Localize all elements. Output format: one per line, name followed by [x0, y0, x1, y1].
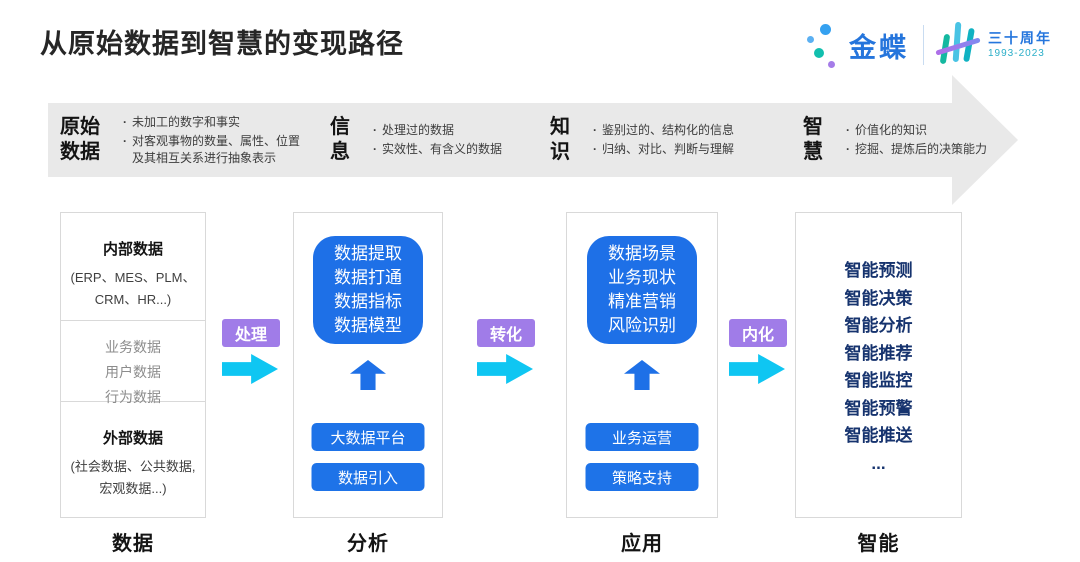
- bullet-icon: ·: [593, 142, 597, 156]
- box-line: 数据提取: [334, 244, 402, 263]
- bullet-icon: ·: [846, 123, 850, 137]
- bullet-text: 处理过的数据: [382, 123, 455, 137]
- analysis-column-box: 数据提取 数据打通 数据指标 数据模型 大数据平台 数据引入: [293, 212, 443, 518]
- list-item: 用户数据: [105, 364, 161, 380]
- connector-label: 转化: [477, 319, 535, 347]
- right-arrow-icon: [729, 354, 785, 384]
- external-data-section: 外部数据 (社会数据、公共数据, 宏观数据...): [61, 402, 205, 500]
- section-heading: 外部数据: [102, 430, 163, 447]
- box-line: 业务现状: [608, 268, 676, 287]
- stage-bullets: · 未加工的数字和事实 · 对客观事物的数量、属性、位置及其相互关系进行抽象表示: [118, 112, 308, 169]
- bullet-icon: ·: [593, 123, 597, 137]
- bullet-icon: ·: [373, 142, 377, 156]
- list-item: 行为数据: [105, 389, 161, 405]
- box-line: 风险识别: [608, 316, 676, 335]
- connector-label: 处理: [222, 319, 280, 347]
- stage-raw-data: 原始 数据 · 未加工的数字和事实 · 对客观事物的数量、属性、位置及其相互关系进行…: [60, 103, 308, 177]
- footer-label-intelligence: 智能: [857, 533, 900, 555]
- connector-transform: 转化: [477, 319, 537, 384]
- application-capability-box: 数据场景 业务现状 精准营销 风险识别: [587, 236, 697, 344]
- thirty-anniversary-icon: [935, 18, 981, 72]
- stage-title: 知 识: [550, 116, 570, 163]
- anniversary-title: 三十周年: [988, 30, 1052, 46]
- bullet-text: 归纳、对比、判断与理解: [602, 142, 735, 156]
- analysis-capability-box: 数据提取 数据打通 数据指标 数据模型: [313, 236, 423, 344]
- list-item: 智能推送: [844, 426, 913, 445]
- up-arrow-icon: [350, 360, 386, 390]
- list-item: 智能监控: [844, 371, 913, 390]
- intelligence-column-box: 智能预测 智能决策 智能分析 智能推荐 智能监控 智能预警 智能推送 ...: [795, 212, 962, 518]
- bullet-text: 价值化的知识: [855, 123, 928, 137]
- up-arrow-icon: [624, 360, 660, 390]
- footer-label-data: 数据: [112, 533, 154, 555]
- right-arrow-icon: [477, 354, 533, 384]
- data-ingestion-tag: 数据引入: [311, 463, 425, 491]
- list-item: 智能决策: [844, 288, 913, 308]
- ellipsis-item: ...: [871, 453, 886, 473]
- section-subtext: (ERP、MES、PLM、 CRM、HR...): [70, 270, 196, 307]
- list-item: 智能推荐: [844, 343, 913, 363]
- bullet-text: 鉴别过的、结构化的信息: [602, 123, 735, 137]
- application-column-box: 数据场景 业务现状 精准营销 风险识别 业务运营 策略支持: [566, 212, 718, 518]
- stage-bullets: · 价值化的知识 · 挖掘、提炼后的决策能力: [841, 120, 1015, 160]
- bullet-icon: ·: [123, 133, 127, 148]
- logo-divider: [923, 25, 924, 65]
- connector-process: 处理: [222, 319, 282, 384]
- internal-data-section: 内部数据 (ERP、MES、PLM、 CRM、HR...): [61, 213, 205, 321]
- section-subtext: (社会数据、公共数据, 宏观数据...): [70, 459, 196, 496]
- box-line: 数据模型: [334, 316, 402, 335]
- strategy-support-tag: 策略支持: [585, 463, 699, 491]
- page-title: 从原始数据到智慧的变现路径: [40, 29, 404, 59]
- anniversary-block: 三十周年 1993-2023: [988, 30, 1052, 60]
- bullet-icon: ·: [123, 114, 127, 129]
- bullet-icon: ·: [373, 123, 377, 137]
- stage-knowledge: 知 识 · 鉴别过的、结构化的信息 · 归纳、对比、判断与理解: [550, 103, 777, 177]
- data-column-box: 内部数据 (ERP、MES、PLM、 CRM、HR...) 业务数据 用户数据 …: [60, 212, 206, 518]
- bullet-text: 实效性、有含义的数据: [382, 142, 503, 156]
- box-line: 数据打通: [334, 268, 402, 287]
- bullet-text: 对客观事物的数量、属性、位置及其相互关系进行抽象表示: [132, 133, 301, 165]
- stage-title: 原始 数据: [60, 116, 100, 163]
- connector-label: 内化: [729, 319, 787, 347]
- box-line: 精准营销: [608, 292, 676, 311]
- banner-arrow-body: [48, 103, 953, 177]
- stage-title: 信 息: [330, 116, 350, 163]
- intelligence-list: 智能预测 智能决策 智能分析 智能推荐 智能监控 智能预警 智能推送 ...: [796, 213, 961, 477]
- box-line: 数据指标: [334, 292, 402, 311]
- business-operation-tag: 业务运营: [585, 423, 699, 451]
- bullet-text: 挖掘、提炼后的决策能力: [855, 142, 988, 156]
- bullet-text: 未加工的数字和事实: [132, 114, 241, 129]
- list-item: 智能分析: [844, 316, 913, 335]
- stage-wisdom: 智 慧 · 价值化的知识 · 挖掘、提炼后的决策能力: [803, 103, 1015, 177]
- footer-label-application: 应用: [621, 533, 663, 555]
- stage-title: 智 慧: [803, 116, 823, 163]
- connector-internalize: 内化: [729, 319, 789, 384]
- box-line: 数据场景: [608, 244, 676, 263]
- stage-bullets: · 鉴别过的、结构化的信息 · 归纳、对比、判断与理解: [588, 120, 777, 160]
- big-data-platform-tag: 大数据平台: [311, 423, 425, 451]
- section-heading: 内部数据: [102, 241, 163, 258]
- kingdee-logo: 金蝶 三十周年 1993-2023: [805, 18, 1052, 72]
- brand-name: 金蝶: [849, 32, 909, 63]
- kingdee-dots-icon: [805, 18, 843, 72]
- anniversary-years: 1993-2023: [988, 47, 1045, 59]
- right-arrow-icon: [222, 354, 278, 384]
- stage-information: 信 息 · 处理过的数据 · 实效性、有含义的数据: [330, 103, 552, 177]
- bullet-icon: ·: [846, 142, 850, 156]
- stage-bullets: · 处理过的数据 · 实效性、有含义的数据: [368, 120, 552, 160]
- list-item: 业务数据: [105, 339, 161, 355]
- list-item: 智能预测: [844, 261, 913, 280]
- list-item: 智能预警: [844, 398, 913, 418]
- footer-label-analysis: 分析: [347, 533, 389, 555]
- middle-data-section: 业务数据 用户数据 行为数据: [61, 321, 205, 405]
